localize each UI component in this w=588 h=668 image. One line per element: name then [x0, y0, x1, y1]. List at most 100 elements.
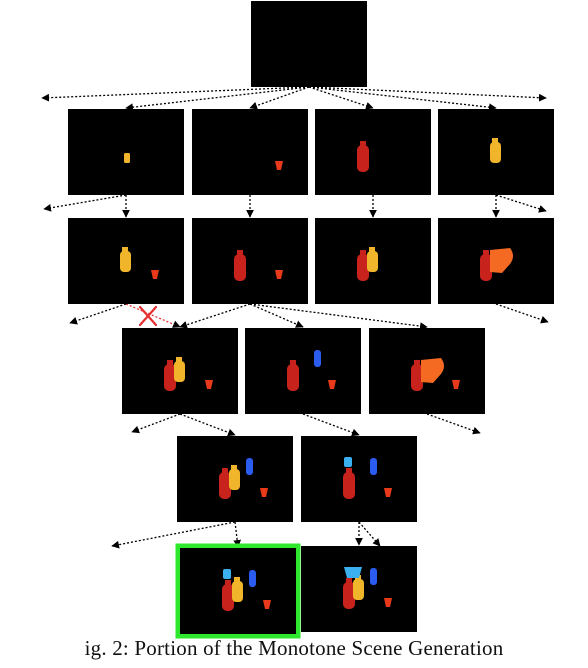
expansion-arrow — [308, 86, 374, 110]
expansion-arrow — [41, 86, 310, 102]
red-bottle-shape — [219, 472, 231, 499]
orange-pitcher-shape — [490, 248, 513, 273]
yellow-bottle-shape — [229, 469, 240, 490]
red-bottle-cap — [237, 250, 243, 255]
red-cup-shape — [151, 270, 159, 279]
pruned-edge — [125, 303, 181, 328]
expansion-arrow — [43, 194, 127, 212]
blue-bottle-shape — [370, 568, 377, 585]
red-cup-shape — [452, 380, 460, 389]
red-bottle-cap — [346, 468, 352, 473]
scene-frame — [192, 109, 308, 195]
blue-lid-shape — [344, 457, 352, 467]
blue-pitcher-shape — [344, 567, 362, 578]
yellow-bottle-cap — [234, 577, 240, 582]
red-cup-shape — [275, 270, 283, 279]
yellow-bottle-cap — [231, 465, 237, 470]
yellow-bottle-cap — [369, 247, 375, 252]
expansion-arrow — [249, 86, 310, 110]
red-bottle-shape — [287, 364, 299, 391]
red-cup-shape — [275, 161, 283, 170]
expansion-arrow — [358, 521, 381, 547]
red-cup-shape — [384, 488, 392, 497]
expansion-arrow — [233, 521, 242, 548]
scene-node-l1-d — [438, 109, 554, 195]
scene-node-root — [251, 1, 367, 87]
expansion-arrow — [495, 194, 547, 213]
red-bottle-cap — [290, 360, 296, 365]
yellow-bottle-shape — [174, 361, 185, 382]
blue-bottle-shape — [370, 458, 377, 475]
expansion-arrow — [249, 303, 304, 328]
expansion-arrow — [125, 86, 310, 112]
scene-frame — [301, 436, 417, 522]
red-bottle-shape — [480, 254, 492, 281]
scene-frame — [68, 109, 184, 195]
expansion-arrow — [308, 86, 547, 102]
red-cup-shape — [205, 380, 213, 389]
scene-node-l3-b — [245, 328, 361, 414]
yellow-bottle-shape — [120, 251, 131, 272]
scene-node-l2-b — [192, 218, 308, 304]
red-bottle-cap — [483, 250, 489, 255]
figure-caption: ig. 2: Portion of the Monotone Scene Gen… — [84, 636, 504, 660]
expansion-arrow — [302, 413, 360, 437]
red-bottle-shape — [234, 254, 246, 281]
expansion-arrow — [69, 303, 127, 325]
expansion-arrow — [426, 413, 481, 435]
expansion-arrow — [249, 303, 428, 330]
red-bottle-cap — [167, 360, 173, 365]
red-bottle-shape — [343, 472, 355, 499]
red-bottle-shape — [343, 582, 355, 609]
scene-node-l1-b — [192, 109, 308, 195]
red-bottle-cap — [414, 360, 420, 365]
expansion-arrow — [179, 413, 236, 437]
red-bottle-cap — [360, 141, 366, 146]
red-bottle-shape — [357, 254, 369, 281]
blue-bottle-shape — [249, 570, 256, 587]
scene-node-l2-d — [438, 218, 554, 304]
expansion-arrow — [131, 413, 181, 434]
yellow-bottle-cap — [492, 138, 498, 143]
selected-goal-border — [175, 543, 301, 639]
yellow-bottle-cap — [176, 357, 182, 362]
red-cup-shape — [328, 380, 336, 389]
scene-frame — [245, 328, 361, 414]
scene-node-l3-a — [122, 328, 238, 414]
yellow-bottle-shape — [490, 142, 501, 163]
red-cup-shape — [384, 598, 392, 607]
red-cup-shape — [263, 600, 271, 609]
pruned-x-icon — [138, 305, 158, 327]
red-bottle-shape — [222, 584, 234, 611]
scene-node-l1-a — [68, 109, 184, 195]
scene-node-l3-c — [369, 328, 485, 414]
red-bottle-cap — [225, 580, 231, 585]
scene-node-l5-b — [301, 546, 417, 632]
yellow-bottle-shape — [353, 579, 364, 600]
red-bottle-shape — [357, 145, 369, 172]
scene-node-l2-a — [68, 218, 184, 304]
scene-node-l4-b — [301, 436, 417, 522]
scene-node-l5-a — [175, 543, 301, 639]
expansion-arrow — [308, 86, 497, 112]
scene-node-l1-c — [315, 109, 431, 195]
scene-node-l2-c — [315, 218, 431, 304]
expansion-arrow — [179, 303, 251, 329]
yellow-bottle-cap — [122, 247, 128, 252]
blue-lid-shape — [223, 569, 231, 579]
expansion-arrow — [495, 303, 549, 324]
red-cup-shape — [260, 488, 268, 497]
orange-pitcher-shape — [421, 358, 444, 383]
red-bottle-shape — [164, 364, 176, 391]
red-bottle-cap — [360, 250, 366, 255]
scene-frame — [192, 218, 308, 304]
red-bottle-cap — [222, 468, 228, 473]
yellow-bottle-shape — [367, 251, 378, 272]
yellow-bottle-shape — [232, 581, 243, 602]
scene-node-l4-a — [177, 436, 293, 522]
expansion-arrow — [111, 521, 236, 549]
scene-frame — [251, 1, 367, 87]
blue-bottle-shape — [314, 350, 321, 367]
blue-bottle-shape — [246, 458, 253, 475]
